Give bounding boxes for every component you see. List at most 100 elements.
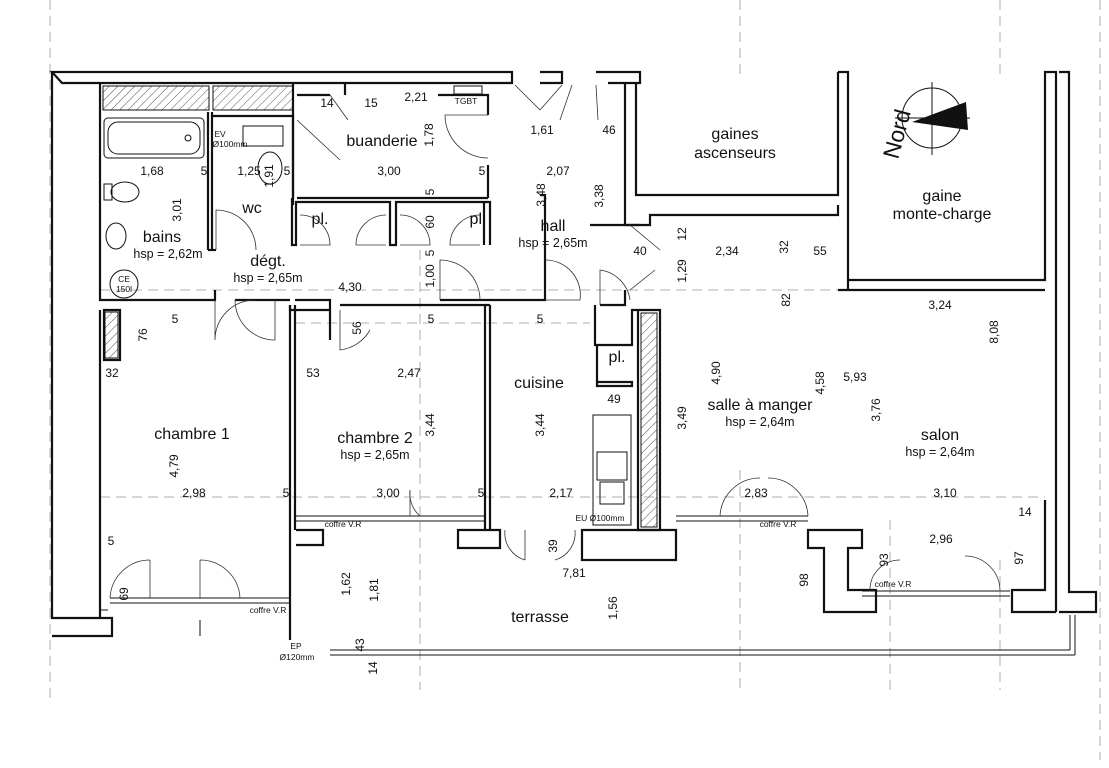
- dim-label: 5: [478, 486, 485, 500]
- dim-label: 60: [423, 215, 437, 229]
- label-ep-diam: Ø120mm: [280, 652, 315, 662]
- label-ep: EP: [290, 641, 302, 651]
- dim-label: 82: [779, 293, 793, 307]
- dim-label: 3,24: [928, 298, 952, 312]
- label-eu: EU Ø100mm: [575, 513, 624, 523]
- hsp-degt: hsp = 2,65m: [233, 271, 302, 285]
- dim-label: 40: [633, 244, 647, 258]
- dim-label: 39: [546, 539, 560, 553]
- wc-toilet-icon: [257, 151, 283, 185]
- sink-icon: [105, 222, 127, 250]
- dim-label: 5: [201, 164, 208, 178]
- label-ce-vol: 150l: [116, 284, 132, 294]
- dim-label: 1,25: [237, 164, 261, 178]
- room-degt: dégt.: [250, 253, 286, 270]
- north-arrow-icon: [912, 102, 968, 130]
- dim-label: 1,56: [606, 596, 620, 620]
- dim-label: 14: [320, 96, 334, 110]
- dim-label: 5: [537, 312, 544, 326]
- dim-label: 1,00: [423, 264, 437, 288]
- dim-label: 12: [675, 227, 689, 241]
- dim-label: 1,91: [262, 164, 276, 188]
- dim-label: 76: [136, 328, 150, 342]
- dim-label: 2,96: [929, 532, 953, 546]
- room-bains: bains: [143, 229, 181, 246]
- dim-label: 3,44: [423, 413, 437, 437]
- dim-label: 55: [813, 244, 827, 258]
- bathtub-icon: [103, 117, 205, 159]
- dim-label: 3,38: [592, 184, 606, 208]
- dim-label: 3,49: [675, 406, 689, 430]
- dim-label: 2,17: [549, 486, 573, 500]
- dim-label: 93: [877, 553, 891, 567]
- dim-label: 97: [1012, 551, 1026, 565]
- dim-label: 5: [423, 188, 437, 195]
- room-gaine-monte-charge-2: monte-charge: [893, 206, 992, 223]
- dim-label: 32: [105, 366, 119, 380]
- equipment-labels: EV Ø100mm CE 150l TGBT EU Ø100mm EP Ø120…: [116, 96, 911, 662]
- label-coffre-vr-4: coffre V.R: [875, 579, 912, 589]
- room-chambre-1: chambre 1: [154, 426, 230, 443]
- dim-label: 49: [607, 392, 621, 406]
- dim-label: 15: [364, 96, 378, 110]
- hsp-bains: hsp = 2,62m: [133, 247, 202, 261]
- dim-label: 1,29: [675, 259, 689, 283]
- dim-label: 43: [353, 638, 367, 652]
- dim-label: 5: [479, 164, 486, 178]
- label-coffre-vr-2: coffre V.R: [325, 519, 362, 529]
- dim-label: 5: [423, 249, 437, 256]
- dim-label: 4,90: [709, 361, 723, 385]
- room-gaines-ascenseurs-1: gaines: [711, 126, 758, 143]
- dim-label: 4,30: [338, 280, 362, 294]
- dim-label: 8,08: [987, 320, 1001, 344]
- dim-label: 7,81: [562, 566, 586, 580]
- room-cuisine: cuisine: [514, 375, 564, 392]
- hsp-chambre-2: hsp = 2,65m: [340, 448, 409, 462]
- dim-label: 3,00: [377, 164, 401, 178]
- label-coffre-vr-3: coffre V.R: [760, 519, 797, 529]
- dim-label: 2,83: [744, 486, 768, 500]
- dim-label: 69: [117, 587, 131, 601]
- dim-label: 14: [1018, 505, 1032, 519]
- dim-label: 3,00: [376, 486, 400, 500]
- dim-label: 5: [428, 312, 435, 326]
- doors: [109, 84, 1001, 636]
- dim-label: 2,47: [397, 366, 421, 380]
- room-pl-3: pl.: [609, 349, 626, 366]
- fixtures: [103, 85, 483, 299]
- north-arrow: Nord: [878, 82, 970, 161]
- dim-label: 3,48: [534, 183, 548, 207]
- dim-label: 56: [350, 321, 364, 335]
- room-wc: wc: [241, 200, 262, 217]
- label-tgbt: TGBT: [455, 96, 478, 106]
- room-chambre-2: chambre 2: [337, 430, 413, 447]
- room-gaines-ascenseurs-2: ascenseurs: [694, 145, 776, 162]
- dim-label: 2,21: [404, 90, 428, 104]
- dim-label: 4,58: [813, 371, 827, 395]
- dim-label: 3,01: [170, 198, 184, 222]
- label-ev: EV: [214, 129, 226, 139]
- water-heater-icon: [109, 269, 139, 299]
- dim-label: 5: [108, 534, 115, 548]
- dim-label: 1,81: [367, 578, 381, 602]
- dim-label: 2,07: [546, 164, 570, 178]
- dim-label: 5: [283, 486, 290, 500]
- dim-label: 98: [797, 573, 811, 587]
- label-ev-diam: Ø100mm: [213, 139, 248, 149]
- dimension-labels-vertical: 1,78 1,91 3,01 5 3,48 3,38 60 5 1,00 12 …: [117, 123, 1026, 675]
- dim-label: 1,78: [422, 123, 436, 147]
- room-labels: bains hsp = 2,62m wc buanderie dégt. hsp…: [133, 126, 991, 626]
- dim-label: 3,76: [869, 398, 883, 422]
- room-terrasse: terrasse: [511, 609, 569, 626]
- hsp-salle-a-manger: hsp = 2,64m: [725, 415, 794, 429]
- dim-label: 5,93: [843, 370, 867, 384]
- dim-label: 32: [777, 240, 791, 254]
- walls: [49, 70, 1098, 640]
- room-gaine-monte-charge-1: gaine: [922, 188, 961, 205]
- dim-label: 5: [284, 164, 291, 178]
- label-coffre-vr-1: coffre V.R: [250, 605, 287, 615]
- dim-label: 1,61: [530, 123, 554, 137]
- room-pl-1: pl.: [312, 211, 329, 228]
- room-salle-a-manger: salle à manger: [708, 397, 814, 414]
- dim-label: 46: [602, 123, 616, 137]
